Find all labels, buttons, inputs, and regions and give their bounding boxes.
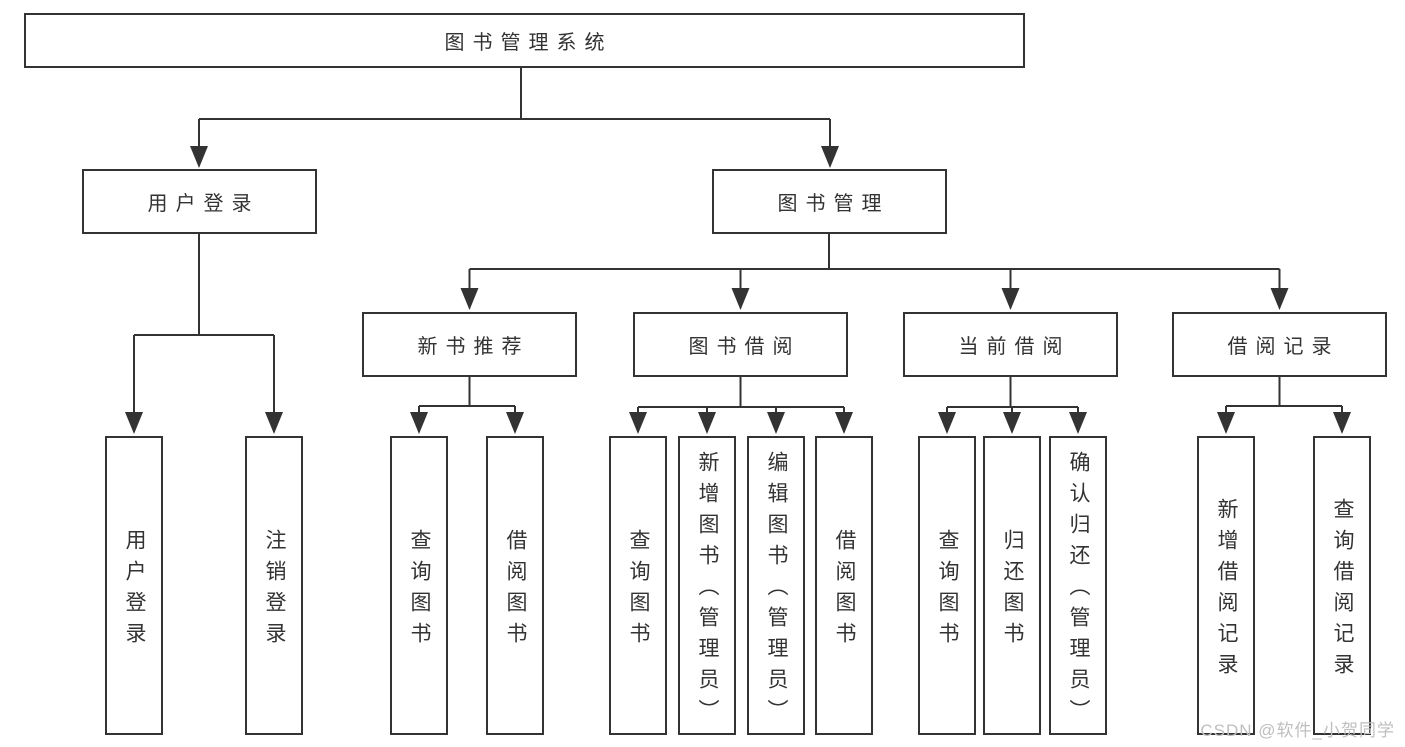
node-new-book-recommend: 新书推荐: [362, 312, 577, 377]
leaf-newbook-query-books: 查询图书: [390, 436, 448, 735]
node-new-book-recommend-label: 新书推荐: [417, 336, 530, 358]
leaf-records-add-record: 新增借阅记录: [1197, 436, 1255, 735]
node-book-borrow-label: 图书借阅: [688, 336, 801, 358]
leaf-current-return-books: 归还图书: [983, 436, 1041, 735]
leaf-records-add-record-label: 新增借阅记录: [1215, 497, 1238, 684]
node-root-label: 图书管理系统: [444, 32, 613, 54]
leaf-newbook-borrow-books: 借阅图书: [486, 436, 544, 735]
leaf-bookborrow-query-books-label: 查询图书: [627, 528, 650, 653]
leaf-newbook-query-books-label: 查询图书: [408, 528, 431, 653]
leaf-bookborrow-add-books-admin-label: 新增图书（管理员）: [696, 451, 719, 730]
node-book-borrow: 图书借阅: [633, 312, 848, 377]
leaf-newbook-borrow-books-label: 借阅图书: [504, 528, 527, 653]
leaf-logout: 注销登录: [245, 436, 303, 735]
leaf-current-return-books-label: 归还图书: [1001, 528, 1024, 653]
leaf-bookborrow-borrow-books: 借阅图书: [815, 436, 873, 735]
leaf-current-confirm-return-admin-label: 确认归还（管理员）: [1067, 451, 1090, 730]
node-root: 图书管理系统: [24, 13, 1025, 68]
leaf-records-query-record: 查询借阅记录: [1313, 436, 1371, 735]
leaf-bookborrow-query-books: 查询图书: [609, 436, 667, 735]
node-current-borrow: 当前借阅: [903, 312, 1118, 377]
node-borrow-records-label: 借阅记录: [1227, 336, 1340, 358]
node-book-management-label: 图书管理: [777, 193, 890, 215]
leaf-records-query-record-label: 查询借阅记录: [1331, 497, 1354, 684]
leaf-logout-label: 注销登录: [263, 528, 286, 653]
leaf-user-login: 用户登录: [105, 436, 163, 735]
node-borrow-records: 借阅记录: [1172, 312, 1387, 377]
leaf-bookborrow-borrow-books-label: 借阅图书: [833, 528, 856, 653]
leaf-current-query-books: 查询图书: [918, 436, 976, 735]
leaf-bookborrow-edit-books-admin: 编辑图书（管理员）: [747, 436, 805, 735]
leaf-user-login-label: 用户登录: [123, 528, 146, 653]
node-book-management: 图书管理: [712, 169, 947, 234]
csdn-watermark: CSDN @软件_小贺同学: [1200, 721, 1395, 740]
node-user-login: 用户登录: [82, 169, 317, 234]
leaf-bookborrow-edit-books-admin-label: 编辑图书（管理员）: [765, 451, 788, 730]
node-user-login-label: 用户登录: [147, 193, 260, 215]
leaf-bookborrow-add-books-admin: 新增图书（管理员）: [678, 436, 736, 735]
leaf-current-confirm-return-admin: 确认归还（管理员）: [1049, 436, 1107, 735]
leaf-current-query-books-label: 查询图书: [936, 528, 959, 653]
node-current-borrow-label: 当前借阅: [958, 336, 1071, 358]
